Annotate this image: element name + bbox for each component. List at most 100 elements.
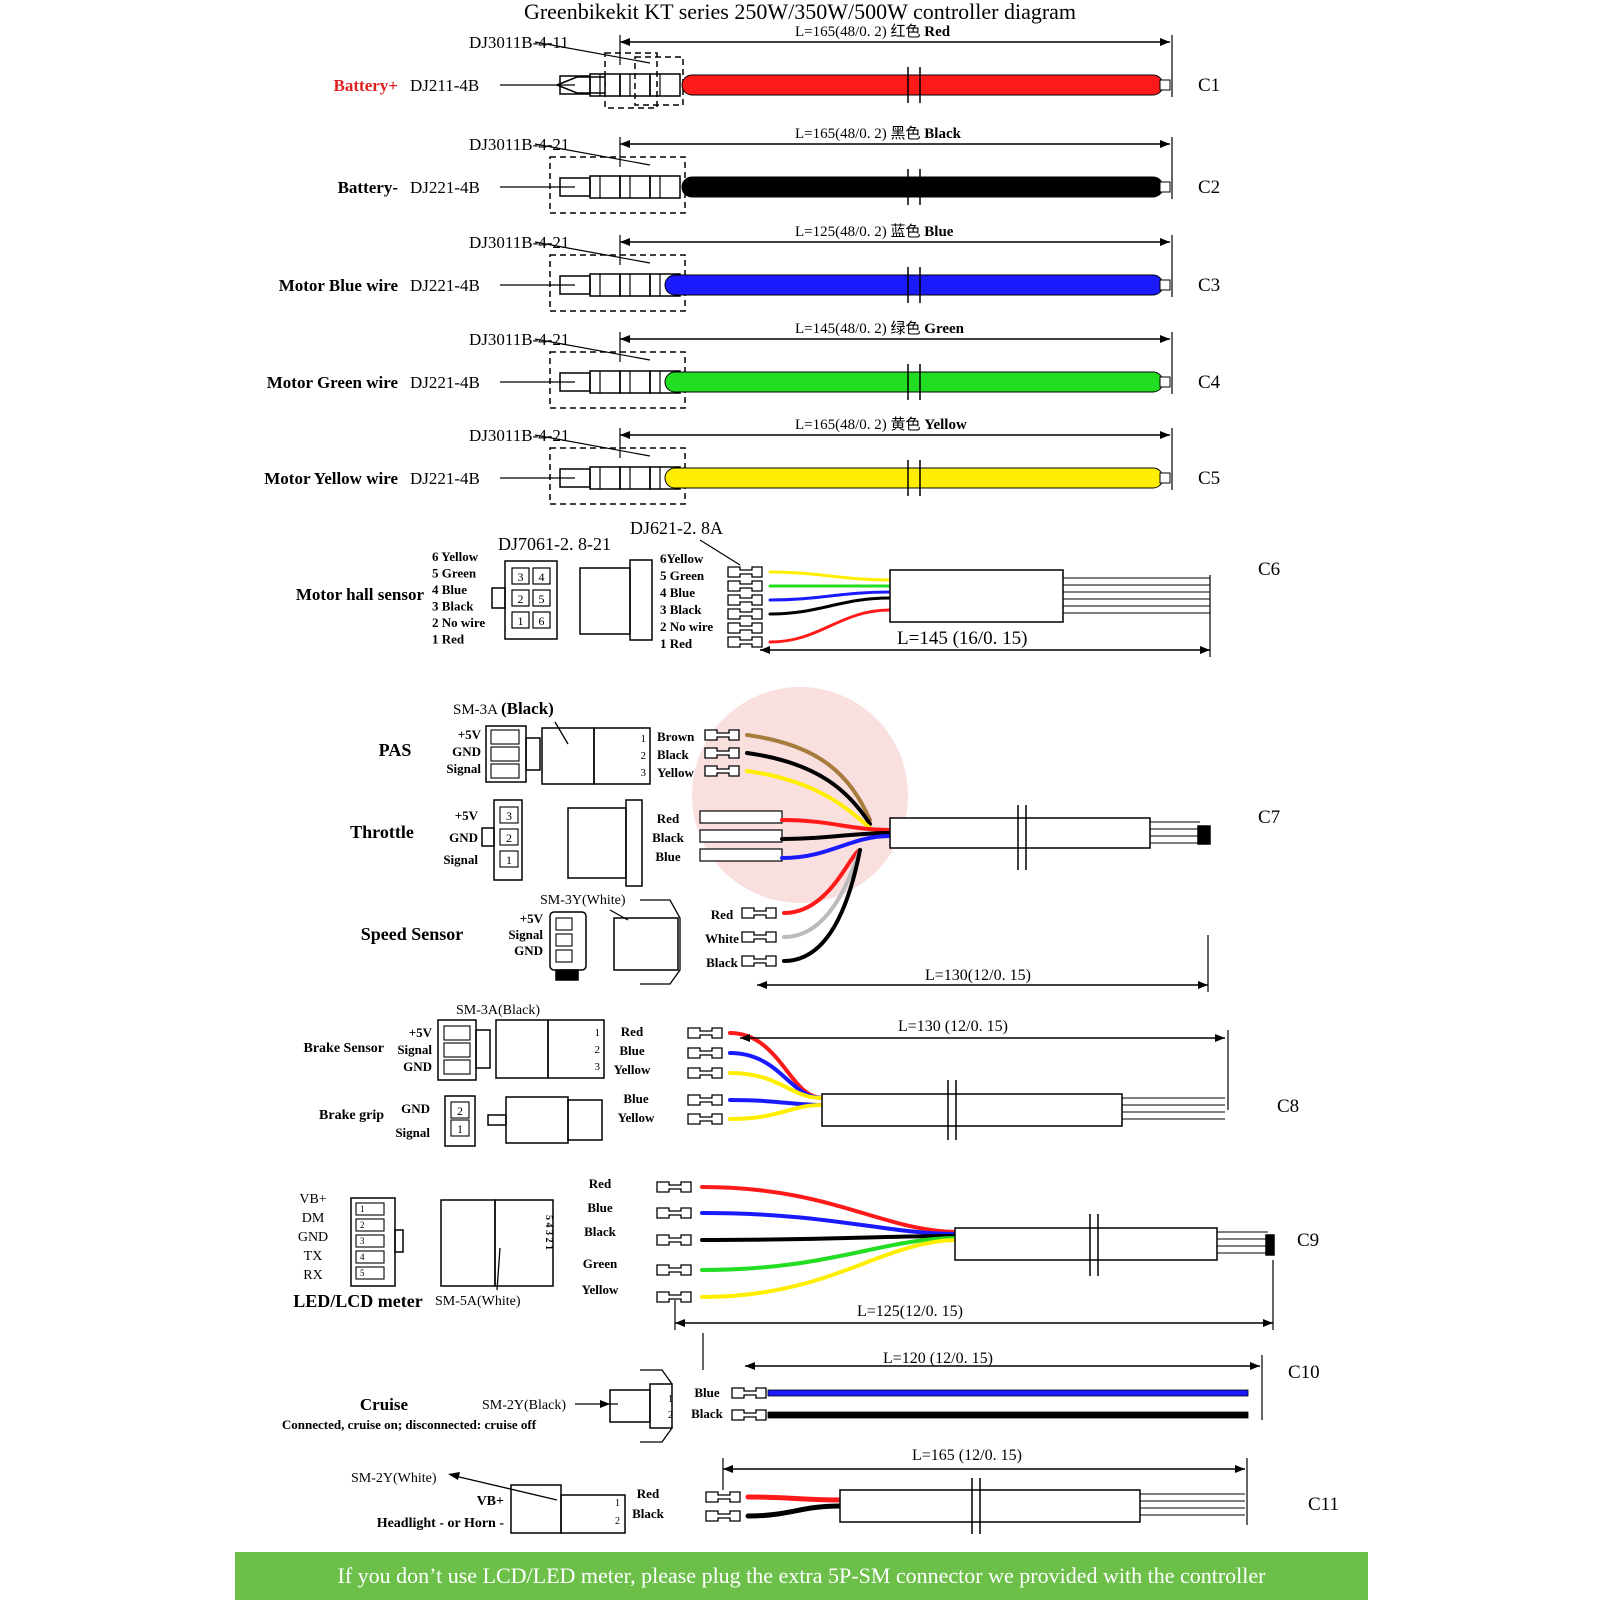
pas-wire-1 (745, 751, 872, 826)
cruise-plug (609, 1389, 651, 1423)
headlight-pin-1: Headlight - or Horn - (377, 1516, 505, 1531)
hall-pin-cell-6 (532, 611, 551, 629)
cruise-conn-label: SM-2Y(Black) (482, 1398, 566, 1413)
pas-wire-2 (745, 769, 872, 830)
cruise-wire-label-0: Blue (694, 1385, 720, 1400)
cable-c3-length-dim-arrow-left (620, 238, 630, 246)
pas-wire-label-2: Yellow (657, 765, 694, 780)
pas-socket-num-1: 2 (641, 750, 647, 762)
meter-pin-0: VB+ (299, 1192, 326, 1207)
pas-terminal-0 (704, 729, 740, 741)
throttle-socket-body (567, 807, 627, 879)
cable-c1-wire-end (1159, 79, 1171, 91)
cable-c5-name: Motor Yellow wire (264, 469, 398, 488)
hall-pin-num-3: 3 (518, 570, 524, 584)
c8-sheath (821, 1093, 1123, 1127)
throttle-name: Throttle (350, 822, 414, 842)
pas-conn-label: SM-3A (Black) (453, 699, 554, 718)
pas-wire-label-0: Brown (657, 729, 695, 744)
cruise-num-1: 2 (668, 1410, 673, 1421)
hall-wire-5 (768, 608, 892, 644)
meter-wire-label-4: Yellow (582, 1282, 619, 1297)
headlight-pin-0: VB+ (477, 1494, 504, 1509)
headlight-conn-label: SM-2Y(White) (351, 1471, 437, 1486)
pas-name: PAS (379, 740, 412, 760)
hall-name: Motor hall sensor (296, 585, 425, 604)
c9-sheath (954, 1227, 1218, 1261)
c8-code: C8 (1277, 1096, 1299, 1117)
throttle-wire-1 (780, 831, 892, 841)
brake-grip-socket-body (505, 1096, 569, 1144)
hall-pin-left-2: 4 Blue (432, 582, 467, 597)
cable-c5-terminal-label: DJ3011B-4-21 (469, 426, 569, 445)
meter-plug-key (394, 1229, 404, 1253)
hall-pin-right-4: 2 No wire (660, 619, 713, 634)
throttle-pin-0: +5V (455, 808, 479, 823)
cable-c1-plug-cap (649, 73, 681, 97)
c7-end-cap (1197, 825, 1211, 845)
cable-c2-plug-body (589, 175, 621, 199)
c9-code: C9 (1297, 1230, 1319, 1251)
brake-sensor-pin-cell-2 (443, 1059, 471, 1075)
cable-c2-terminal-leader (534, 143, 651, 166)
headlight-conn-arrow (448, 1472, 460, 1480)
cruise-note: Connected, cruise on; disconnected: crui… (282, 1417, 537, 1432)
cable-c2-length: L=165(48/0. 2) 黑色 Black (795, 125, 962, 142)
cable-c4-length: L=145(48/0. 2) 绿色 Green (795, 320, 965, 337)
throttle-terminal-0 (699, 810, 783, 824)
brake-grip-socket-cap (567, 1099, 603, 1141)
meter-name: LED/LCD meter (293, 1291, 422, 1311)
hall-pin-num-5: 5 (539, 592, 545, 606)
cable-c4-name: Motor Green wire (267, 373, 399, 392)
brake-sensor-wire-0 (728, 1031, 824, 1100)
meter-wire-4 (700, 1238, 957, 1299)
throttle-plug-key (481, 827, 495, 847)
c9-length-dim-arrow-left (675, 1319, 685, 1327)
brake-sensor-num-1: 2 (595, 1044, 601, 1056)
brake-grip-wire-1 (728, 1103, 824, 1121)
cable-c4-code: C4 (1198, 372, 1221, 393)
pas-conn-color: (Black) (501, 699, 554, 718)
cable-c5-length-dim-arrow-right (1160, 431, 1170, 439)
brake-grip-wire-label-1: Yellow (618, 1110, 655, 1125)
meter-pin-cell-4 (355, 1266, 385, 1280)
brake-grip-pin-1: Signal (395, 1125, 430, 1140)
c11-length: L=165 (12/0. 15) (912, 1447, 1022, 1464)
cable-c1-terminal-leader (534, 41, 651, 64)
hall-terminal-5 (727, 636, 763, 648)
meter-pin-cell-1 (355, 1218, 385, 1232)
speed-pin-cell-2 (555, 949, 573, 963)
throttle-pin-num-2: 1 (506, 853, 512, 867)
throttle-pin-1: GND (449, 830, 478, 845)
c8-length: L=130 (12/0. 15) (898, 1018, 1008, 1035)
speed-wire-2 (782, 848, 862, 963)
speed-plug (549, 911, 587, 971)
meter-pin-num-1: 2 (360, 1220, 365, 1230)
hall-pin-right-2: 4 Blue (660, 585, 695, 600)
headlight-conn-leader (454, 1475, 558, 1501)
headlight-wire-label-1: Black (632, 1506, 665, 1521)
hall-conn-b-leader (699, 539, 741, 566)
c8-length-dim-arrow-left (740, 1034, 750, 1042)
meter-terminal-0 (656, 1181, 692, 1193)
headlight-wire-label-0: Red (637, 1486, 660, 1501)
c11-code: C11 (1308, 1494, 1339, 1515)
pas-pin-cell-0 (490, 729, 520, 745)
footer-banner (235, 1552, 1368, 1600)
cruise-terminal-1 (731, 1409, 767, 1421)
watermark-circle (692, 687, 908, 903)
hall-code: C6 (1258, 559, 1280, 580)
cable-c3-terminal-leader (534, 241, 651, 264)
brake-sensor-terminal-2 (687, 1067, 723, 1079)
pas-pin-2: Signal (446, 761, 481, 776)
throttle-wire-label-1: Black (652, 830, 685, 845)
cruise-wire-0 (767, 1389, 1249, 1397)
brake-sensor-num-2: 3 (595, 1061, 601, 1073)
cable-c4-wire-end (1159, 376, 1171, 388)
cruise-name: Cruise (360, 1395, 409, 1414)
brake-sensor-wire-label-0: Red (621, 1024, 644, 1039)
meter-wire-0 (700, 1185, 957, 1234)
throttle-pin-2: Signal (443, 852, 478, 867)
cable-c1-length-dim-arrow-right (1160, 38, 1170, 46)
speed-wire-label-2: Black (706, 955, 739, 970)
